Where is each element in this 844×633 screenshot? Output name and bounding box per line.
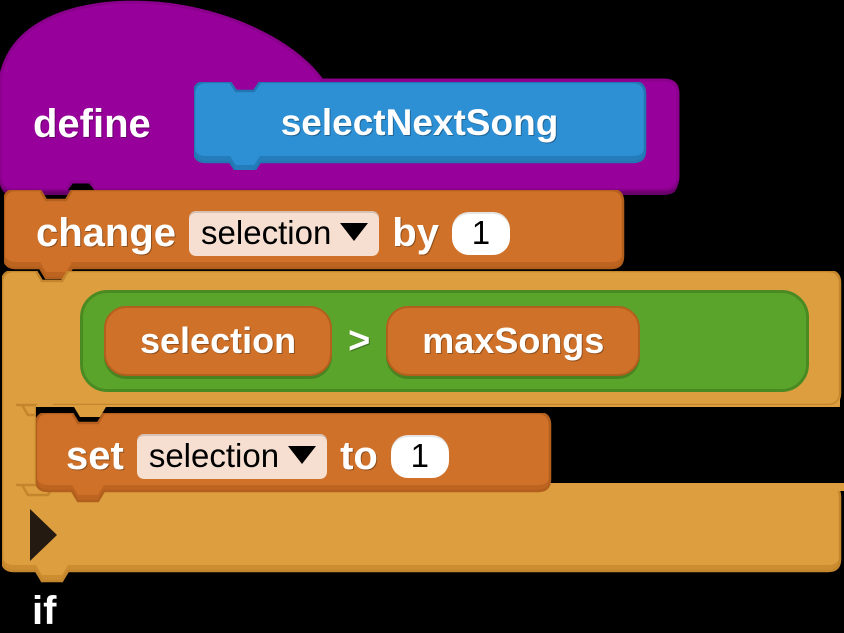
set-block-row: set selection to 1: [36, 415, 449, 497]
change-variable-block[interactable]: change selection by 1: [4, 190, 625, 280]
variable-reporter-maxsongs[interactable]: maxSongs: [386, 306, 641, 376]
change-keyword: change: [36, 211, 177, 255]
set-keyword: set: [66, 434, 124, 478]
set-value-input[interactable]: 1: [390, 434, 449, 478]
chevron-down-icon: [340, 223, 369, 241]
set-variable-block[interactable]: set selection to 1: [36, 413, 552, 503]
chevron-down-icon: [288, 446, 317, 464]
variable-reporter-selection[interactable]: selection: [104, 306, 333, 376]
if-keyword: if: [32, 589, 57, 633]
greater-than-operator-block[interactable]: selection > maxSongs: [80, 290, 809, 392]
greater-than-sign: >: [348, 320, 371, 362]
custom-block-label: selectNextSong: [280, 101, 559, 143]
change-by-keyword: by: [392, 211, 439, 255]
variable-dropdown-value: selection: [201, 213, 332, 251]
variable-dropdown-selection[interactable]: selection: [189, 210, 380, 256]
variable-dropdown-selection[interactable]: selection: [136, 433, 328, 479]
variable-dropdown-value: selection: [148, 436, 280, 474]
define-hat-block[interactable]: define selectNextSong: [0, 0, 680, 195]
variable-reporter-label: selection: [140, 320, 297, 361]
prototype-block-shape: [194, 82, 647, 170]
greater-than-row: selection > maxSongs: [80, 290, 808, 392]
custom-block-prototype[interactable]: selectNextSong: [194, 82, 647, 170]
set-to-keyword: to: [340, 434, 378, 478]
change-amount-input[interactable]: 1: [451, 211, 510, 255]
define-keyword: define: [33, 102, 151, 146]
variable-reporter-label: maxSongs: [422, 320, 605, 361]
change-block-row: change selection by 1: [4, 192, 510, 274]
expand-arrow-icon[interactable]: [30, 509, 57, 561]
